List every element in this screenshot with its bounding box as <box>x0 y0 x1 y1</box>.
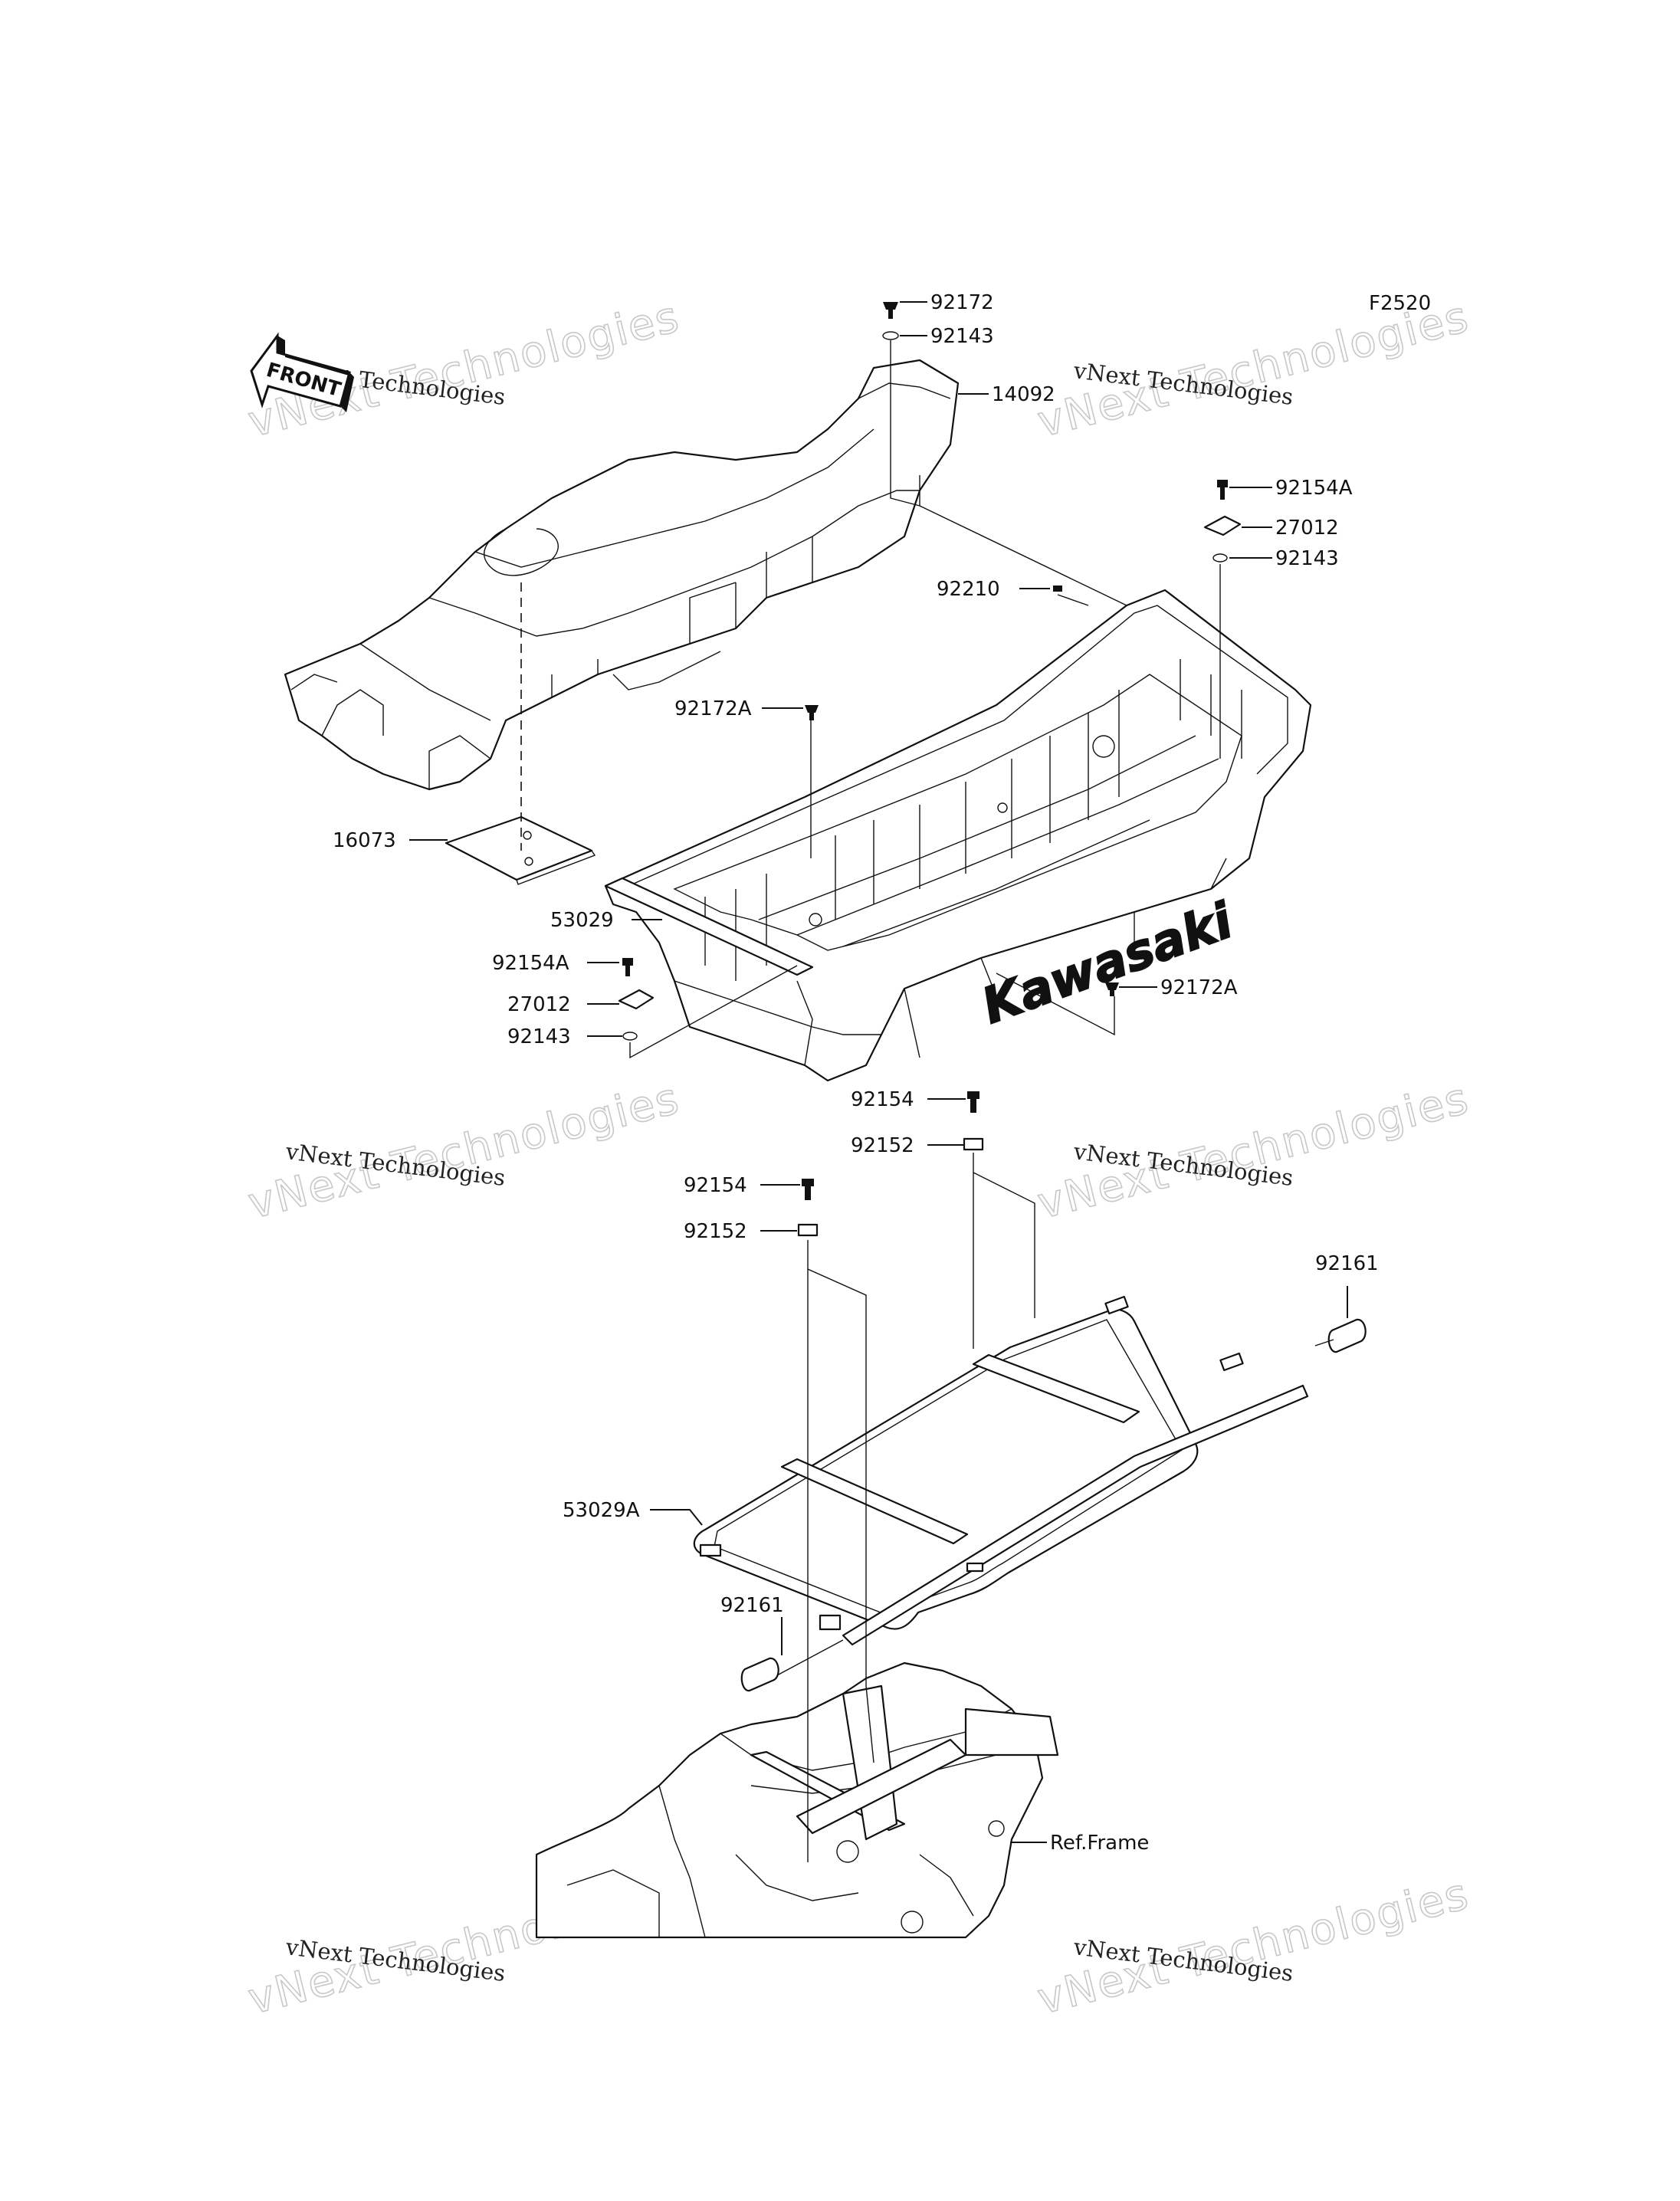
label-14092: 14092 <box>992 383 1055 406</box>
leader-lines <box>409 301 1348 1862</box>
watermark-mid-left: vNext Technologies vNext Technologies <box>243 1073 685 1229</box>
label-92172A-left: 92172A <box>674 697 752 720</box>
label-92210: 92210 <box>937 578 1000 601</box>
label-27012-left: 27012 <box>507 993 571 1016</box>
part-16073-mat <box>445 815 596 885</box>
label-53029: 53029 <box>550 909 614 932</box>
label-92143-right: 92143 <box>1275 547 1339 570</box>
part-53029-cargo-bed: Kawasaki <box>604 589 1312 1082</box>
label-27012-right: 27012 <box>1275 517 1339 540</box>
label-92172A-right: 92172A <box>1160 976 1238 999</box>
watermark-bottom-right: vNext Technologies vNext Technologies <box>1032 1868 1475 2025</box>
label-53029A: 53029A <box>563 1499 640 1522</box>
label-92152-right: 92152 <box>851 1134 914 1157</box>
part-53029A-frame <box>693 1295 1309 1646</box>
label-92161-left: 92161 <box>720 1594 784 1617</box>
label-92161-right: 92161 <box>1315 1252 1379 1275</box>
watermark-mid-right: vNext Technologies vNext Technologies <box>1032 1073 1475 1229</box>
part-ref-frame <box>535 1661 1059 1939</box>
label-92143-top: 92143 <box>930 325 994 348</box>
part-14092-cover <box>284 359 960 791</box>
label-92154-left: 92154 <box>684 1174 747 1197</box>
figure-code: F2520 <box>1369 292 1431 315</box>
label-92154-right: 92154 <box>851 1088 914 1111</box>
label-16073: 16073 <box>333 829 396 852</box>
fastener-icons <box>618 302 1367 1692</box>
label-92143-left: 92143 <box>507 1025 571 1048</box>
label-92154A-left: 92154A <box>492 952 569 975</box>
label-92154A-right: 92154A <box>1275 477 1353 500</box>
watermark-top-right: vNext Technologies vNext Technologies <box>1032 291 1475 448</box>
label-ref-frame: Ref.Frame <box>1050 1832 1149 1855</box>
part-labels: 92172 92143 14092 92154A 27012 92143 922… <box>333 291 1379 1855</box>
label-92152-left: 92152 <box>684 1220 747 1243</box>
label-92172-top: 92172 <box>930 291 994 314</box>
